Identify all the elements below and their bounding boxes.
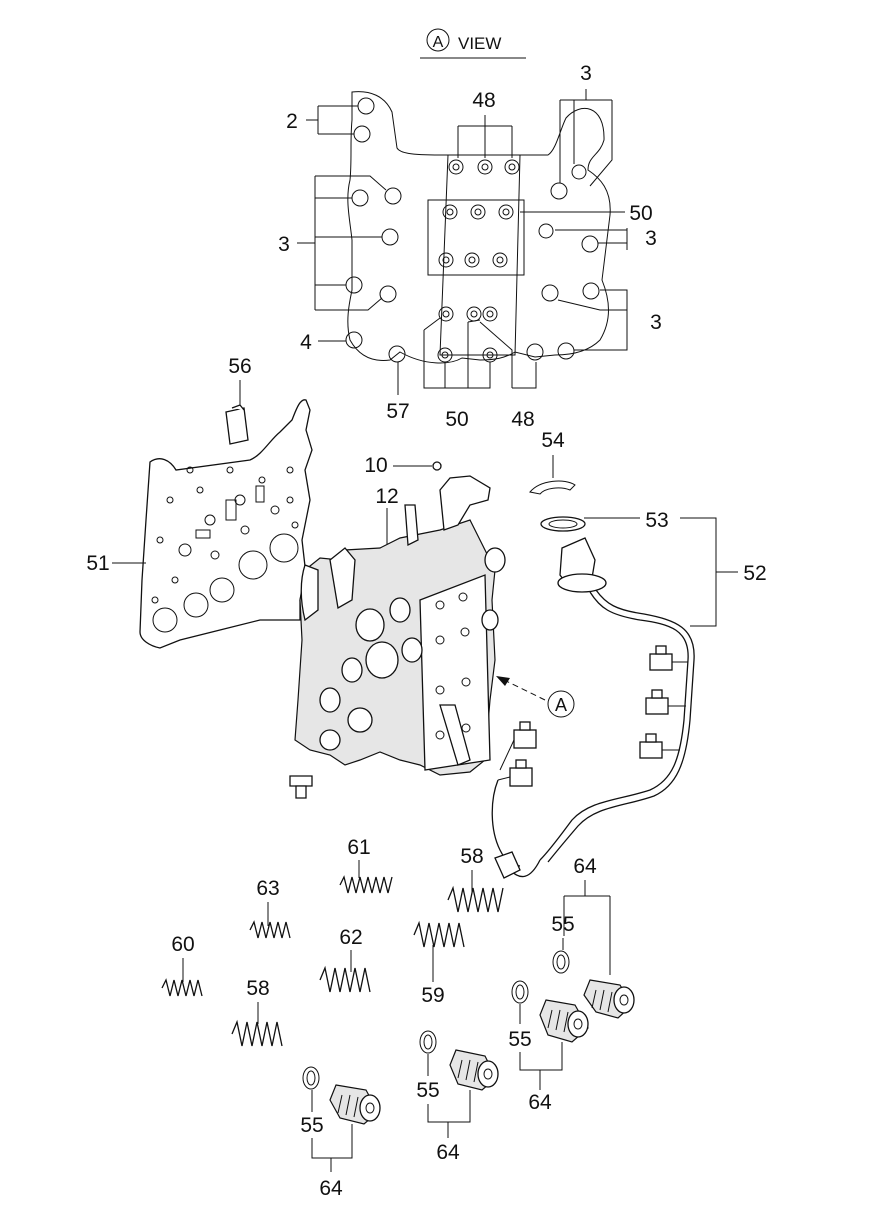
o-ring-icon [302,950,570,1090]
spring-icon [161,875,504,1047]
callout-3-right: 3 [645,227,657,250]
callout-50-right: 50 [629,202,652,225]
callout-58-bottom: 58 [246,977,269,1000]
wiring-harness-icon [491,537,695,879]
callout-55-left: 55 [300,1114,323,1137]
callout-2: 2 [286,110,298,133]
view-marker-circle-icon [426,28,450,52]
bolt-part [289,775,313,799]
callout-64-midright: 64 [528,1091,552,1114]
callout-60: 60 [171,933,194,956]
callout-57: 57 [386,400,409,423]
clip-part [529,480,576,495]
callout-63: 63 [256,877,279,900]
callout-59: 59 [421,984,444,1007]
callout-3-bottom-right: 3 [650,311,662,334]
callout-48-bottom: 48 [511,408,534,431]
callout-53: 53 [645,509,668,532]
callout-55-right: 55 [551,913,574,936]
view-header-text: VIEW [458,34,501,53]
callout-64-top-right: 64 [573,855,597,878]
callout-64-middle: 64 [436,1141,460,1164]
filter-part [225,404,249,445]
callout-51: 51 [86,552,109,575]
callout-12: 12 [375,485,398,508]
solenoid-icon [329,979,635,1125]
callout-55-middle: 55 [416,1079,439,1102]
callout-48-top: 48 [472,89,495,112]
callout-4: 4 [300,331,312,354]
view-arrow: A [496,676,575,718]
gasket-icon [139,399,313,649]
callout-52: 52 [743,562,766,585]
callout-3-top: 3 [580,62,592,85]
arrow-marker-letter: A [555,695,567,715]
view-header: A VIEW [420,28,526,59]
callout-3-left: 3 [278,233,290,256]
callout-10: 10 [364,454,387,477]
callout-58-top: 58 [460,845,483,868]
callout-55-midright: 55 [508,1028,531,1051]
callout-62: 62 [339,926,362,949]
callout-56: 56 [228,355,251,378]
valve-body [294,475,506,776]
callout-50-bottom: 50 [445,408,468,431]
o-ring-icon [540,516,586,532]
plate-outline-icon [297,89,628,395]
callout-54: 54 [541,429,565,452]
view-header-letter: A [433,34,444,51]
callout-61: 61 [347,836,370,859]
callout-64-left: 64 [319,1177,343,1200]
